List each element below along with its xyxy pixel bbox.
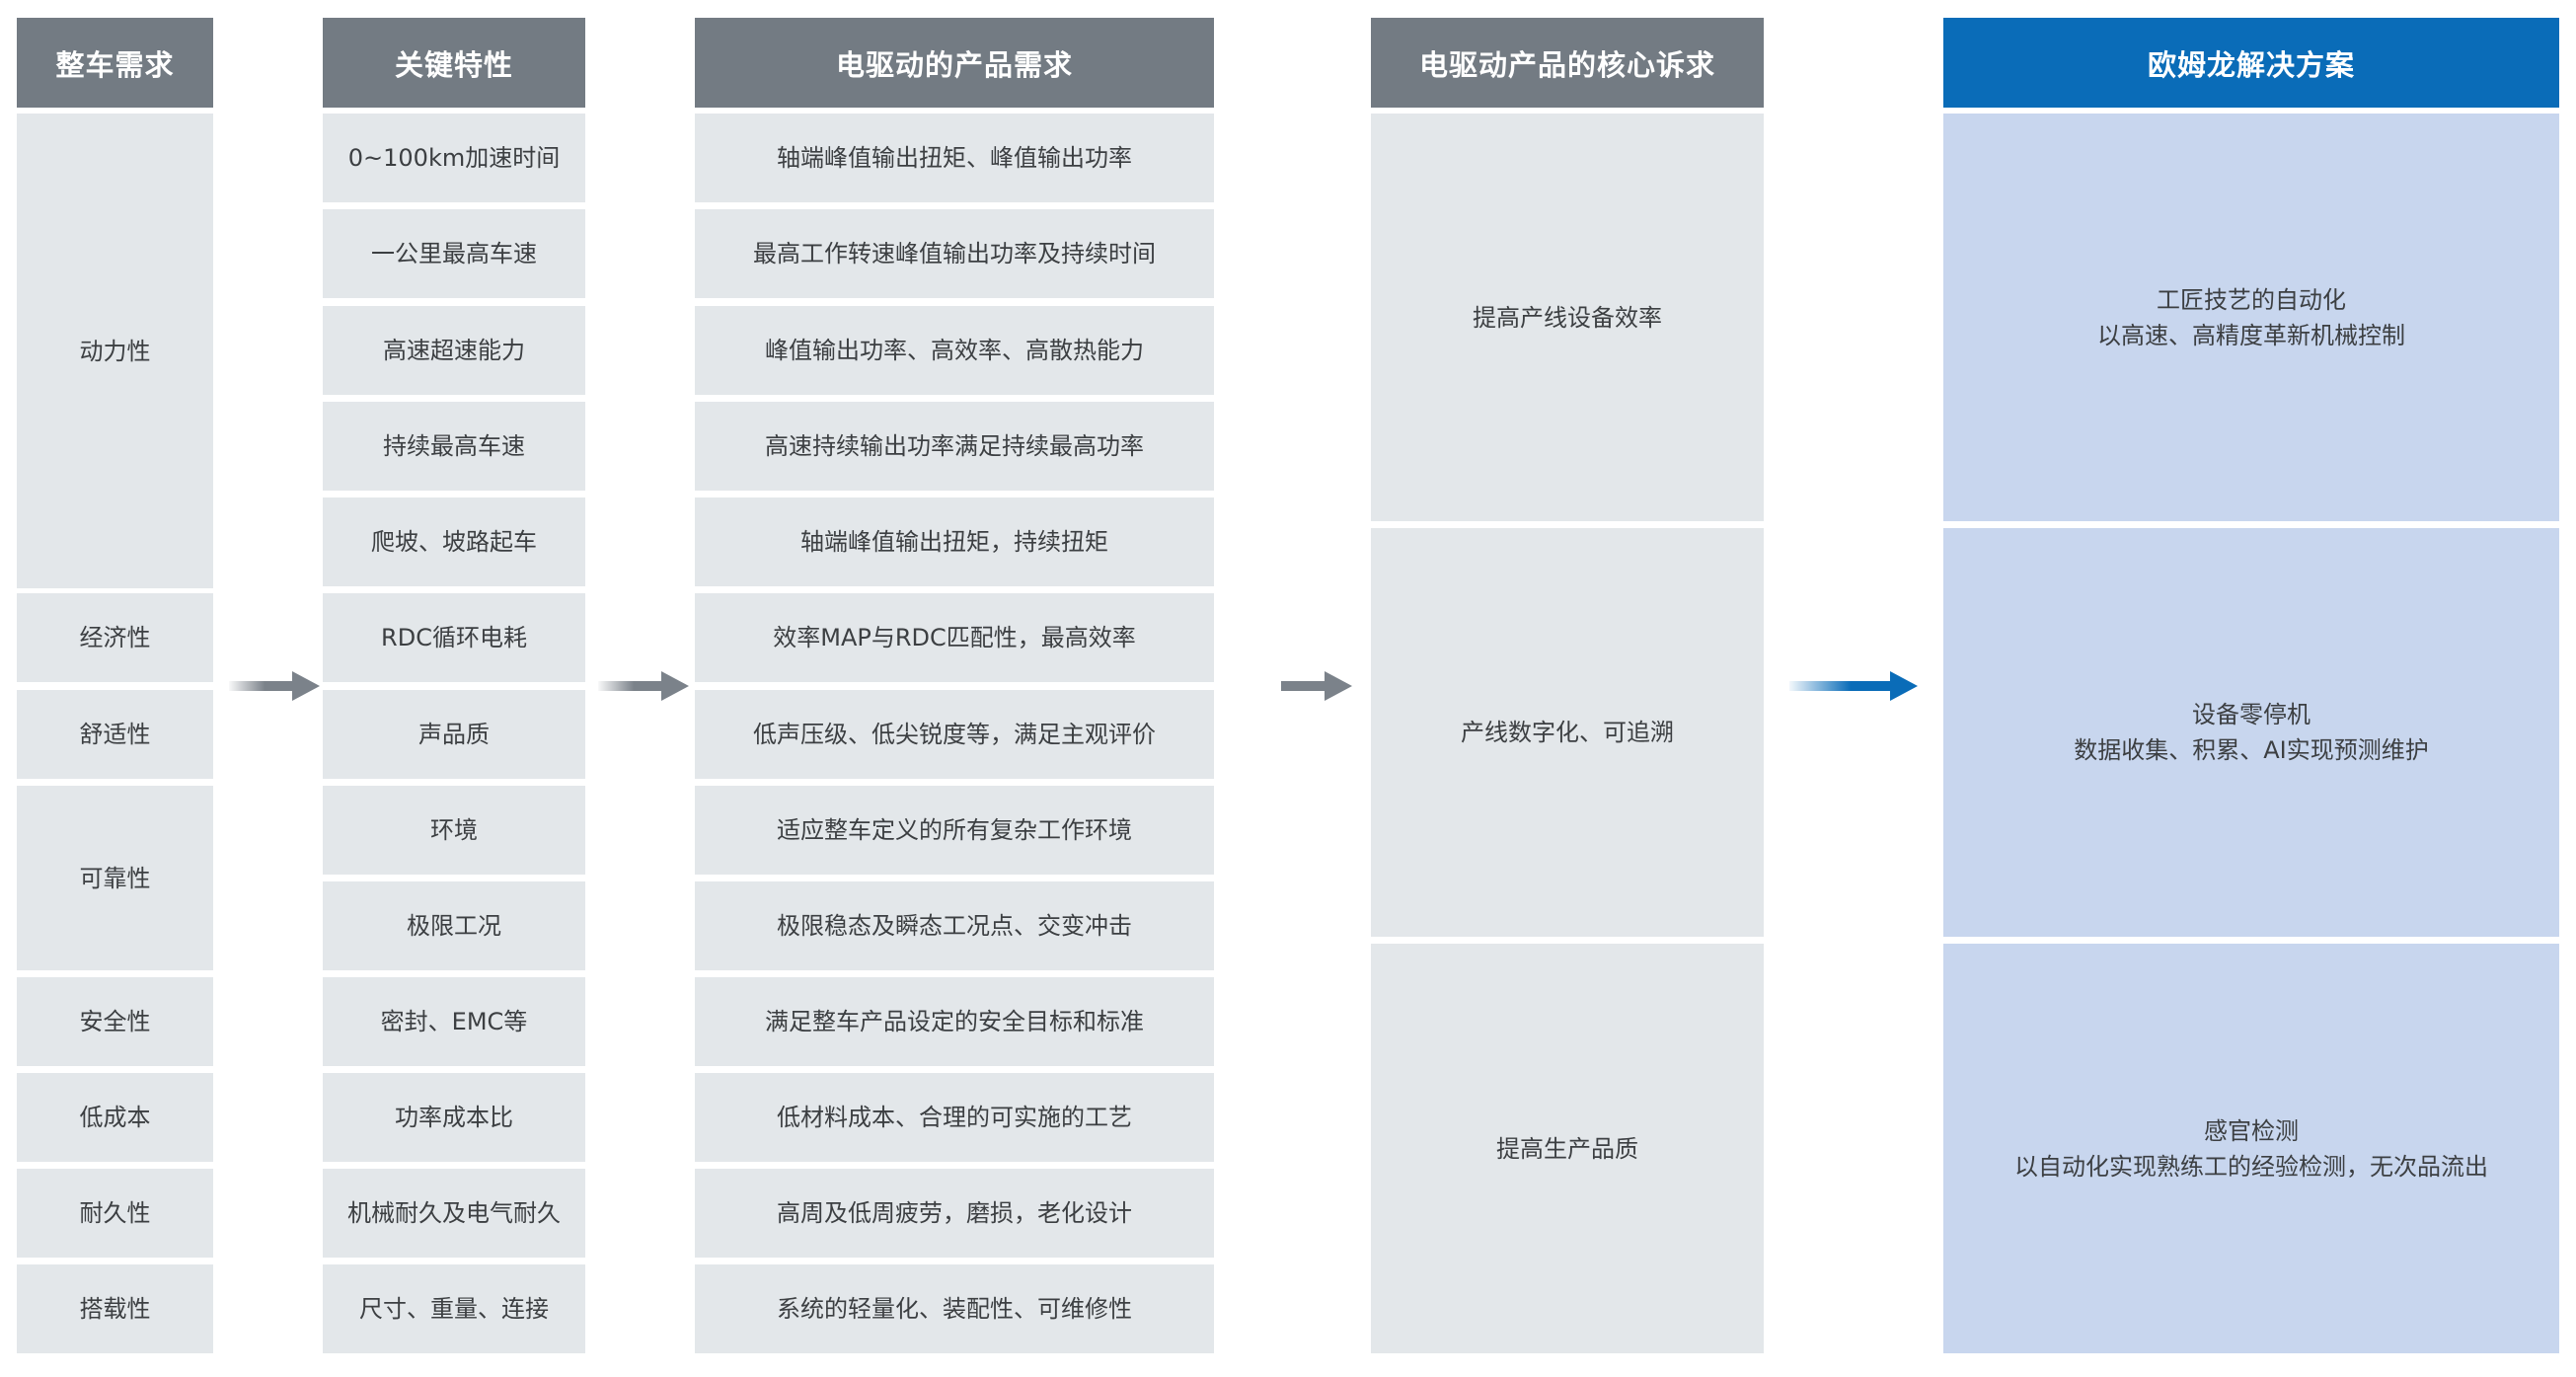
flow-arrow-icon	[229, 671, 320, 701]
product-requirement-cell: 系统的轻量化、装配性、可维修性	[695, 1264, 1214, 1353]
product-requirement-cell: 极限稳态及瞬态工况点、交变冲击	[695, 881, 1214, 970]
vehicle-requirement-cell: 经济性	[17, 593, 213, 682]
column-header-vehicle-requirements: 整车需求	[17, 18, 213, 108]
key-characteristic-cell: 持续最高车速	[323, 402, 585, 491]
flow-arrow-icon	[1789, 671, 1918, 701]
cell-label: 高速持续输出功率满足持续最高功率	[765, 432, 1144, 460]
solution-title: 感官检测	[2204, 1116, 2299, 1145]
cell-label: 适应整车定义的所有复杂工作环境	[777, 816, 1132, 844]
solution-cell: 感官检测 以自动化实现熟练工的经验检测，无次品流出	[1943, 944, 2559, 1353]
vehicle-requirement-cell: 舒适性	[17, 690, 213, 779]
cell-label: 低材料成本、合理的可实施的工艺	[777, 1104, 1132, 1131]
flow-arrow-icon	[598, 671, 689, 701]
product-requirement-cell: 低材料成本、合理的可实施的工艺	[695, 1073, 1214, 1162]
cell-label: 产线数字化、可追溯	[1461, 719, 1674, 746]
vehicle-requirement-cell: 安全性	[17, 977, 213, 1066]
key-characteristic-cell: 0~100km加速时间	[323, 114, 585, 202]
cell-label: 轴端峰值输出扭矩、峰值输出功率	[777, 144, 1132, 172]
cell-label: 一公里最高车速	[371, 240, 537, 268]
cell-label: 提高产线设备效率	[1473, 303, 1662, 332]
product-requirement-cell: 最高工作转速峰值输出功率及持续时间	[695, 209, 1214, 298]
cell-label: RDC循环电耗	[381, 624, 527, 651]
cell-label: 可靠性	[79, 864, 151, 892]
key-characteristic-cell: RDC循环电耗	[323, 593, 585, 682]
cell-label: 尺寸、重量、连接	[359, 1295, 549, 1323]
product-requirement-cell: 高速持续输出功率满足持续最高功率	[695, 402, 1214, 491]
column-header-edrive-core-demands: 电驱动产品的核心诉求	[1371, 18, 1764, 108]
key-characteristic-cell: 功率成本比	[323, 1073, 585, 1162]
key-characteristic-cell: 机械耐久及电气耐久	[323, 1169, 585, 1258]
core-demand-cell: 产线数字化、可追溯	[1371, 528, 1764, 937]
cell-label: 密封、EMC等	[380, 1008, 528, 1035]
cell-label: 持续最高车速	[383, 432, 525, 460]
cell-label: 舒适性	[79, 721, 151, 748]
cell-label: 动力性	[79, 337, 151, 365]
product-requirement-cell: 适应整车定义的所有复杂工作环境	[695, 786, 1214, 875]
key-characteristic-cell: 密封、EMC等	[323, 977, 585, 1066]
vehicle-requirement-cell: 低成本	[17, 1073, 213, 1162]
cell-label: 耐久性	[79, 1199, 151, 1227]
product-requirement-cell: 低声压级、低尖锐度等，满足主观评价	[695, 690, 1214, 779]
cell-label: 环境	[430, 816, 478, 844]
solution-subtitle: 数据收集、积累、AI实现预测维护	[2074, 736, 2429, 764]
product-requirement-cell: 峰值输出功率、高效率、高散热能力	[695, 306, 1214, 395]
cell-label: 低成本	[79, 1104, 151, 1131]
cell-label: 安全性	[79, 1008, 151, 1035]
vehicle-requirement-cell: 可靠性	[17, 786, 213, 970]
product-requirement-cell: 轴端峰值输出扭矩，持续扭矩	[695, 497, 1214, 586]
solution-title: 工匠技艺的自动化	[2157, 285, 2346, 314]
solution-title: 设备零停机	[2192, 701, 2311, 728]
cell-label: 低声压级、低尖锐度等，满足主观评价	[753, 721, 1156, 748]
key-characteristic-cell: 极限工况	[323, 881, 585, 970]
vehicle-requirement-cell: 动力性	[17, 114, 213, 588]
solution-cell: 设备零停机 数据收集、积累、AI实现预测维护	[1943, 528, 2559, 937]
vehicle-requirement-cell: 耐久性	[17, 1169, 213, 1258]
product-requirement-cell: 满足整车产品设定的安全目标和标准	[695, 977, 1214, 1066]
cell-label: 满足整车产品设定的安全目标和标准	[765, 1008, 1144, 1035]
key-characteristic-cell: 尺寸、重量、连接	[323, 1264, 585, 1353]
cell-label: 提高生产品质	[1496, 1134, 1638, 1163]
cell-label: 爬坡、坡路起车	[371, 528, 537, 556]
solution-subtitle: 以自动化实现熟练工的经验检测，无次品流出	[2014, 1152, 2488, 1181]
cell-label: 高速超速能力	[383, 337, 525, 364]
column-header-edrive-product-requirements: 电驱动的产品需求	[695, 18, 1214, 108]
key-characteristic-cell: 爬坡、坡路起车	[323, 497, 585, 586]
cell-label: 功率成本比	[395, 1104, 513, 1131]
cell-label: 系统的轻量化、装配性、可维修性	[777, 1295, 1132, 1323]
cell-label: 效率MAP与RDC匹配性，最高效率	[773, 624, 1136, 651]
solution-subtitle: 以高速、高精度革新机械控制	[2097, 321, 2405, 349]
cell-label: 峰值输出功率、高效率、高散热能力	[765, 337, 1144, 364]
cell-label: 0~100km加速时间	[347, 144, 561, 172]
flow-arrow-icon	[1281, 671, 1352, 701]
cell-label: 机械耐久及电气耐久	[347, 1199, 561, 1227]
vehicle-requirement-cell: 搭载性	[17, 1264, 213, 1353]
key-characteristic-cell: 声品质	[323, 690, 585, 779]
product-requirement-cell: 效率MAP与RDC匹配性，最高效率	[695, 593, 1214, 682]
product-requirement-cell: 高周及低周疲劳，磨损，老化设计	[695, 1169, 1214, 1258]
cell-label: 极限稳态及瞬态工况点、交变冲击	[777, 912, 1132, 940]
cell-label: 最高工作转速峰值输出功率及持续时间	[753, 240, 1156, 268]
core-demand-cell: 提高产线设备效率	[1371, 114, 1764, 521]
cell-label: 高周及低周疲劳，磨损，老化设计	[777, 1199, 1132, 1227]
column-header-key-characteristics: 关键特性	[323, 18, 585, 108]
key-characteristic-cell: 一公里最高车速	[323, 209, 585, 298]
core-demand-cell: 提高生产品质	[1371, 944, 1764, 1353]
key-characteristic-cell: 高速超速能力	[323, 306, 585, 395]
solution-cell: 工匠技艺的自动化 以高速、高精度革新机械控制	[1943, 114, 2559, 521]
key-characteristic-cell: 环境	[323, 786, 585, 875]
cell-label: 经济性	[79, 624, 151, 651]
cell-label: 搭载性	[79, 1295, 151, 1323]
cell-label: 极限工况	[407, 912, 501, 940]
cell-label: 轴端峰值输出扭矩，持续扭矩	[800, 528, 1108, 556]
cell-label: 声品质	[418, 721, 490, 748]
product-requirement-cell: 轴端峰值输出扭矩、峰值输出功率	[695, 114, 1214, 202]
column-header-omron-solutions: 欧姆龙解决方案	[1943, 18, 2559, 108]
